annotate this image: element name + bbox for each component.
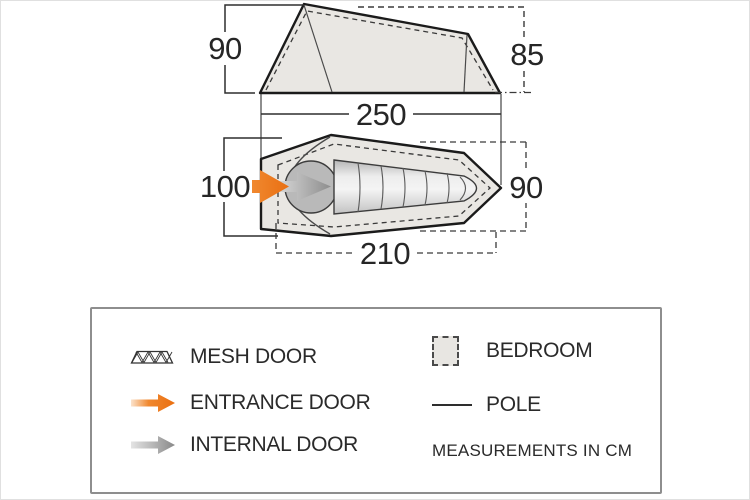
side-view: 90 85 [201,2,549,95]
mesh-door-icon [130,350,176,365]
bedroom-label: BEDROOM [486,339,593,362]
mesh-door-label: MESH DOOR [190,345,317,368]
height-90-label-bg [201,32,249,65]
height-85-label-bg [505,39,549,70]
legend-row-measurements-note: MEASUREMENTS IN CM [432,441,632,461]
entrance-door-label: ENTRANCE DOOR [190,391,371,414]
width-90-label-bg [504,172,549,203]
legend-box: MESH DOOR ENTRANCE DOOR [90,307,662,494]
side-pole-front [303,4,333,93]
height-90-label: 90 [208,31,242,66]
pole-label: POLE [486,393,541,416]
sleeping-bag-baffles [357,162,467,213]
floor-plan: 100 90 210 [199,133,549,271]
measurements-note: MEASUREMENTS IN CM [432,441,633,460]
length-250-dimension: 250 [260,94,502,185]
width-90-label: 90 [509,170,543,205]
side-pole-rear [463,34,468,93]
entrance-door-arrow [232,170,289,203]
legend-row-mesh-door: MESH DOOR [130,345,317,369]
internal-door-icon [130,434,176,456]
internal-door-arrow [273,172,331,201]
width-100-label-bg [199,171,252,202]
bedroom-outline [277,143,491,228]
length-210-label: 210 [360,236,410,271]
height-85-label: 85 [510,37,543,72]
pole-icon [432,404,472,406]
internal-door-label: INTERNAL DOOR [190,433,359,456]
entrance-door-icon [130,392,176,414]
width-100-label: 100 [200,169,250,204]
legend-row-entrance-door: ENTRANCE DOOR [130,391,371,415]
bedroom-swatch [432,336,472,366]
legend-row-bedroom: BEDROOM [432,336,593,366]
tent-diagram: 90 85 250 [199,2,549,271]
length-250-label: 250 [356,97,406,132]
legend-row-internal-door: INTERNAL DOOR [130,433,358,457]
legend-row-pole: POLE [432,393,541,417]
tent-side-outline [258,2,502,95]
length-210-dashed [275,223,497,254]
